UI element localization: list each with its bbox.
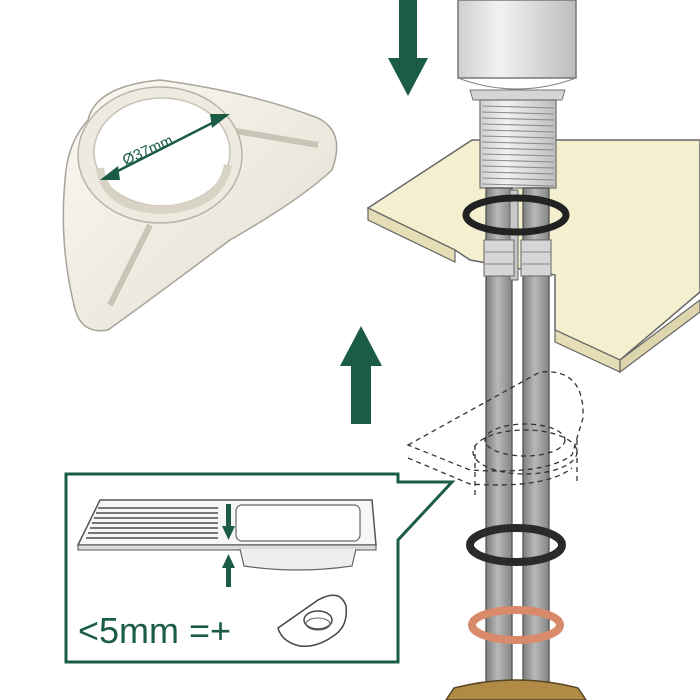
rubber-gasket-ring (466, 524, 566, 566)
thickness-arrow-down-icon (222, 504, 235, 540)
flexible-hoses (483, 187, 552, 700)
top-o-ring (462, 194, 570, 236)
thickness-arrow-up-icon (222, 554, 235, 587)
faucet-body (457, 0, 577, 101)
ghost-washer-outline (406, 371, 584, 495)
mounting-washer (62, 79, 338, 332)
thickness-formula: <5mm =+ (78, 610, 231, 651)
arrow-up-icon (340, 326, 382, 424)
inset-callout: <5mm =+ (64, 472, 456, 664)
arrow-down-icon (388, 0, 428, 96)
fiber-washer-ring (468, 606, 564, 644)
threaded-shank (479, 99, 557, 189)
ring-washer-icon (277, 594, 348, 647)
brass-nut (445, 679, 587, 700)
